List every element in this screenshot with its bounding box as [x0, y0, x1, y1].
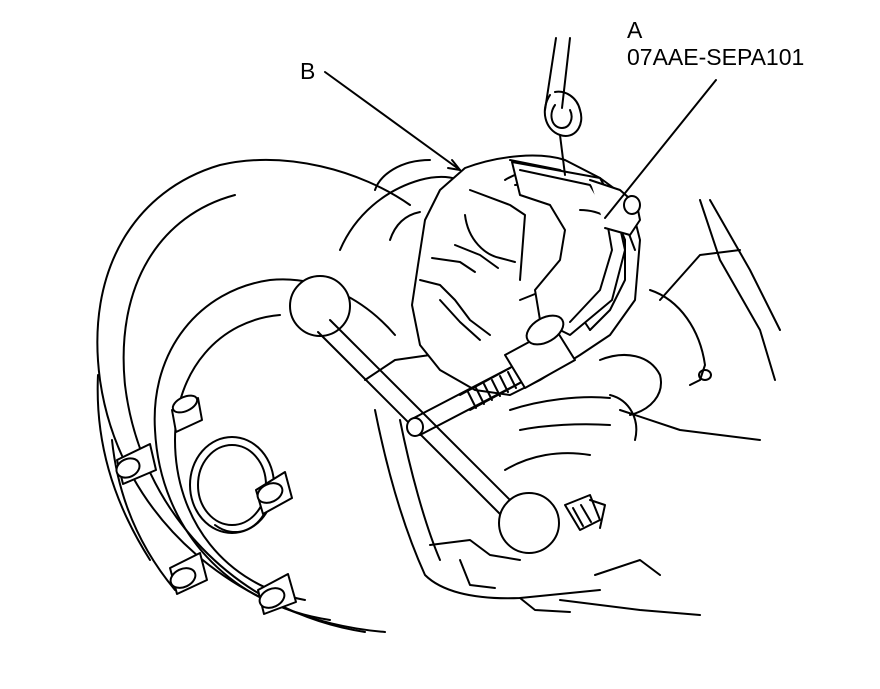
leader-line-b — [324, 71, 461, 171]
tool-a-piston-body — [589, 179, 641, 236]
t-handle-tool — [289, 275, 576, 554]
wheel-stud — [169, 552, 208, 595]
leader-line-a — [604, 79, 717, 219]
leader-line-b-arrow — [447, 159, 461, 171]
wheel-stud — [115, 443, 157, 485]
brake-disc — [96, 159, 411, 633]
callout-letter-b: B — [300, 58, 316, 84]
wheel-stud — [171, 394, 203, 433]
wheel-stud — [255, 471, 293, 515]
wheel-studs — [115, 394, 297, 615]
callout-part-number-a: 07AAE-SEPA101 — [627, 44, 805, 70]
threaded-rod — [459, 367, 521, 411]
wheel-stud — [257, 573, 297, 615]
caliper-hanger-wire — [543, 37, 583, 176]
bleeder-fitting — [564, 494, 606, 531]
callout-letter-a: A — [627, 17, 643, 43]
